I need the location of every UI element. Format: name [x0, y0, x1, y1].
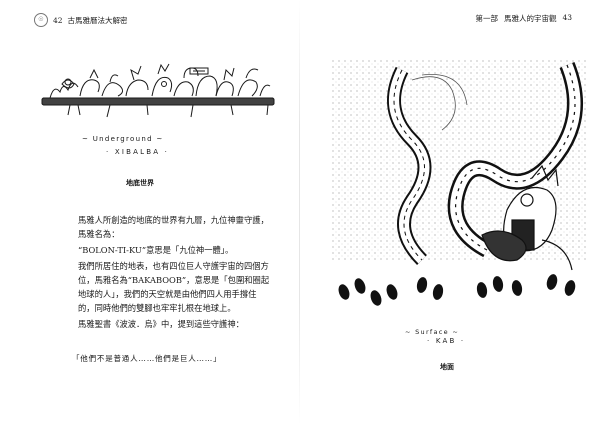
section-title: 馬雅人的宇宙觀 — [503, 14, 557, 23]
kab-caption: · KAB · — [427, 337, 466, 345]
chapter-label: 第一部 — [475, 14, 498, 23]
left-page: ☉ 42 古馬雅曆法大解密 — [34, 13, 275, 363]
book-title: 古馬雅曆法大解密 — [67, 15, 128, 25]
xibalba-caption: · XIBALBA · — [106, 148, 170, 156]
paragraph-3: 我們所居住的地表，也有四位巨人守護宇宙的四個方位，馬雅名為“BAKABOOB”，… — [78, 261, 270, 313]
book-gutter — [299, 0, 300, 425]
underground-caption: ~ Underground ~ — [82, 135, 164, 143]
underground-illustration — [41, 63, 275, 118]
surface-caption: ~ Surface ~ — [405, 328, 460, 336]
chapter-circle-icon: ☉ — [34, 13, 48, 27]
paragraph-4: 馬雅聖書《波波．烏》中，提到這些守護神： — [78, 319, 244, 329]
right-page: 第一部 馬雅人的宇宙觀 43 — [300, 0, 600, 425]
left-page-number: 42 — [53, 15, 63, 25]
left-page-header: ☉ 42 古馬雅曆法大解密 — [34, 13, 128, 27]
right-page-number: 43 — [562, 13, 572, 22]
left-figure-caption: 地底世界 — [126, 178, 154, 187]
surface-illustration — [332, 60, 587, 306]
body-text: 馬雅人所創造的地底的世界有九層，九位神靈守護，馬雅名為： “BOLON-TI-K… — [62, 213, 272, 333]
right-figure-caption: 地面 — [440, 362, 454, 371]
right-page-header: 第一部 馬雅人的宇宙觀 43 — [475, 13, 572, 24]
paragraph-2: “BOLON-TI-KU”意思是「九位神一體」。 — [78, 245, 234, 255]
quote-text: 「他們不是普通人……他們是巨人……」 — [72, 354, 222, 363]
paragraph-1: 馬雅人所創造的地底的世界有九層，九位神靈守護，馬雅名為： — [78, 215, 269, 239]
